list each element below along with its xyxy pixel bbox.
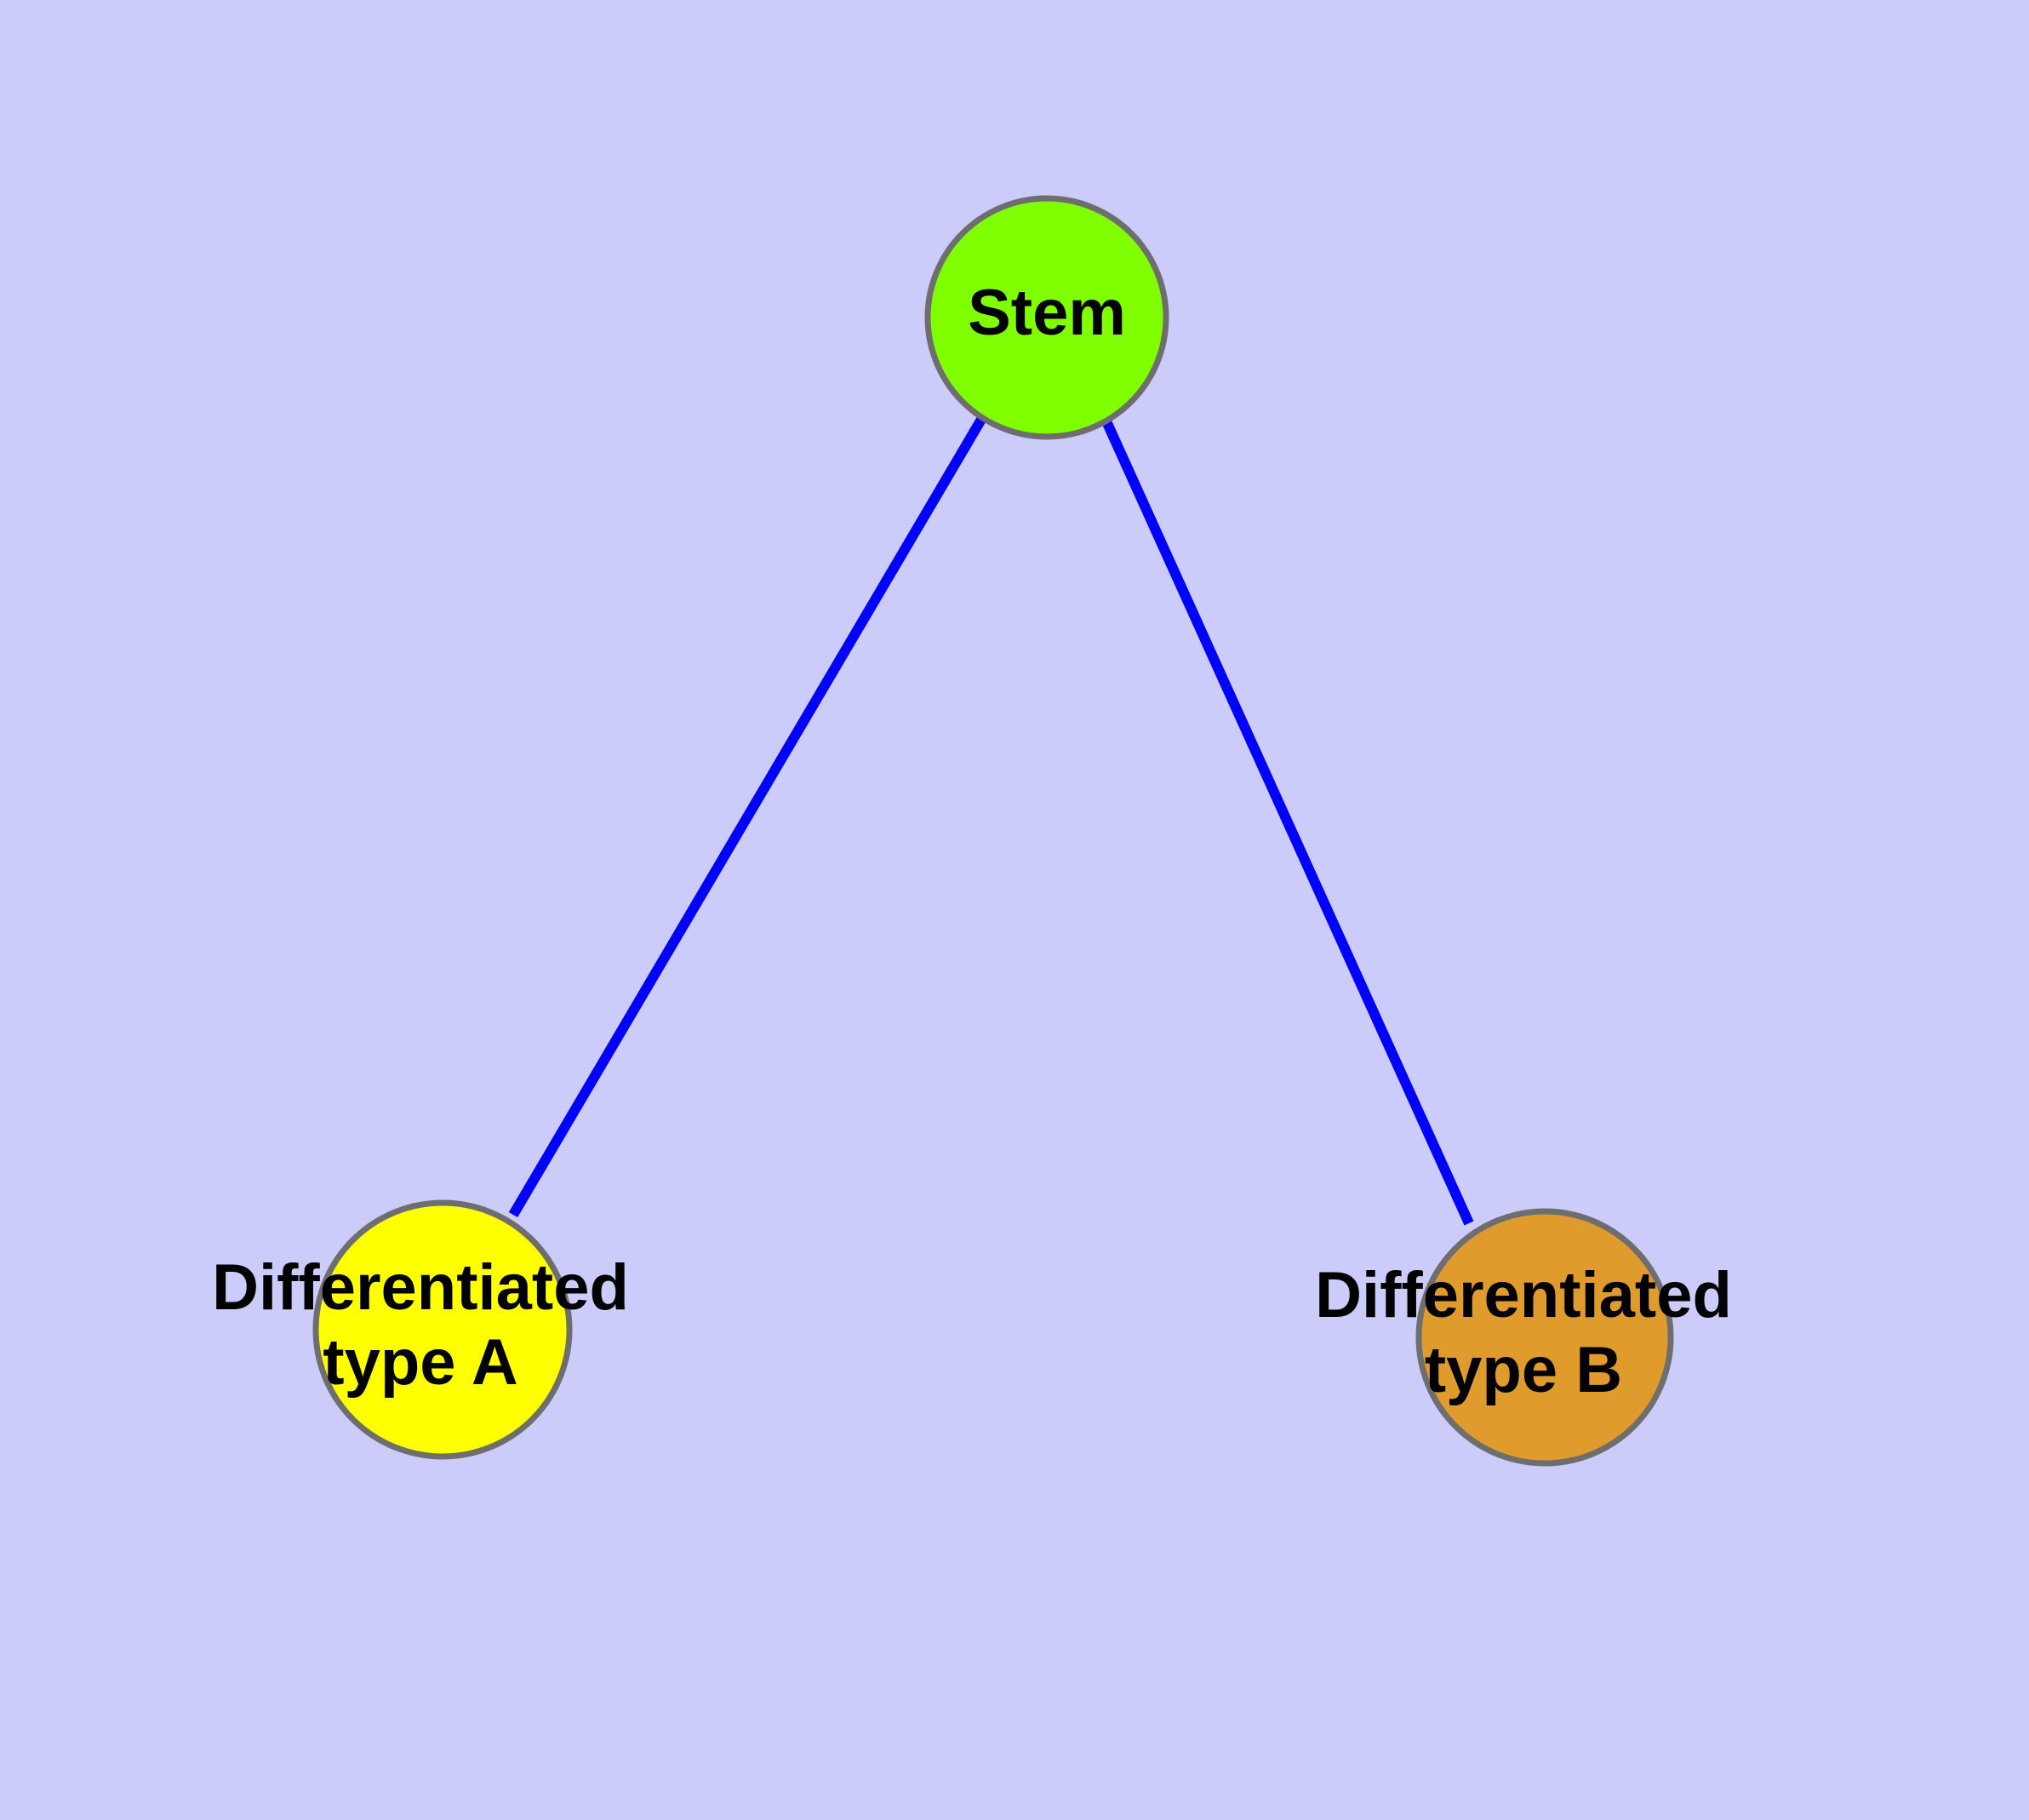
node-label-line: Differentiated xyxy=(1315,1259,1732,1331)
edge-stem-to-diff-b[interactable] xyxy=(1101,419,1474,1226)
edge-layer xyxy=(508,415,1474,1226)
node-layer xyxy=(312,195,1674,1467)
node-label-line: type A xyxy=(323,1326,517,1399)
node-stem-label: Stem xyxy=(968,277,1126,349)
node-label-line: Stem xyxy=(968,277,1126,349)
edge-stem-to-diff-a[interactable] xyxy=(508,415,987,1218)
node-differentiated-type-b[interactable] xyxy=(1415,1208,1674,1467)
node-stem[interactable] xyxy=(924,195,1169,440)
node-label-line: Differentiated xyxy=(212,1251,629,1324)
node-label-line: type B xyxy=(1425,1334,1622,1406)
node-differentiated-type-a[interactable] xyxy=(312,1199,573,1460)
